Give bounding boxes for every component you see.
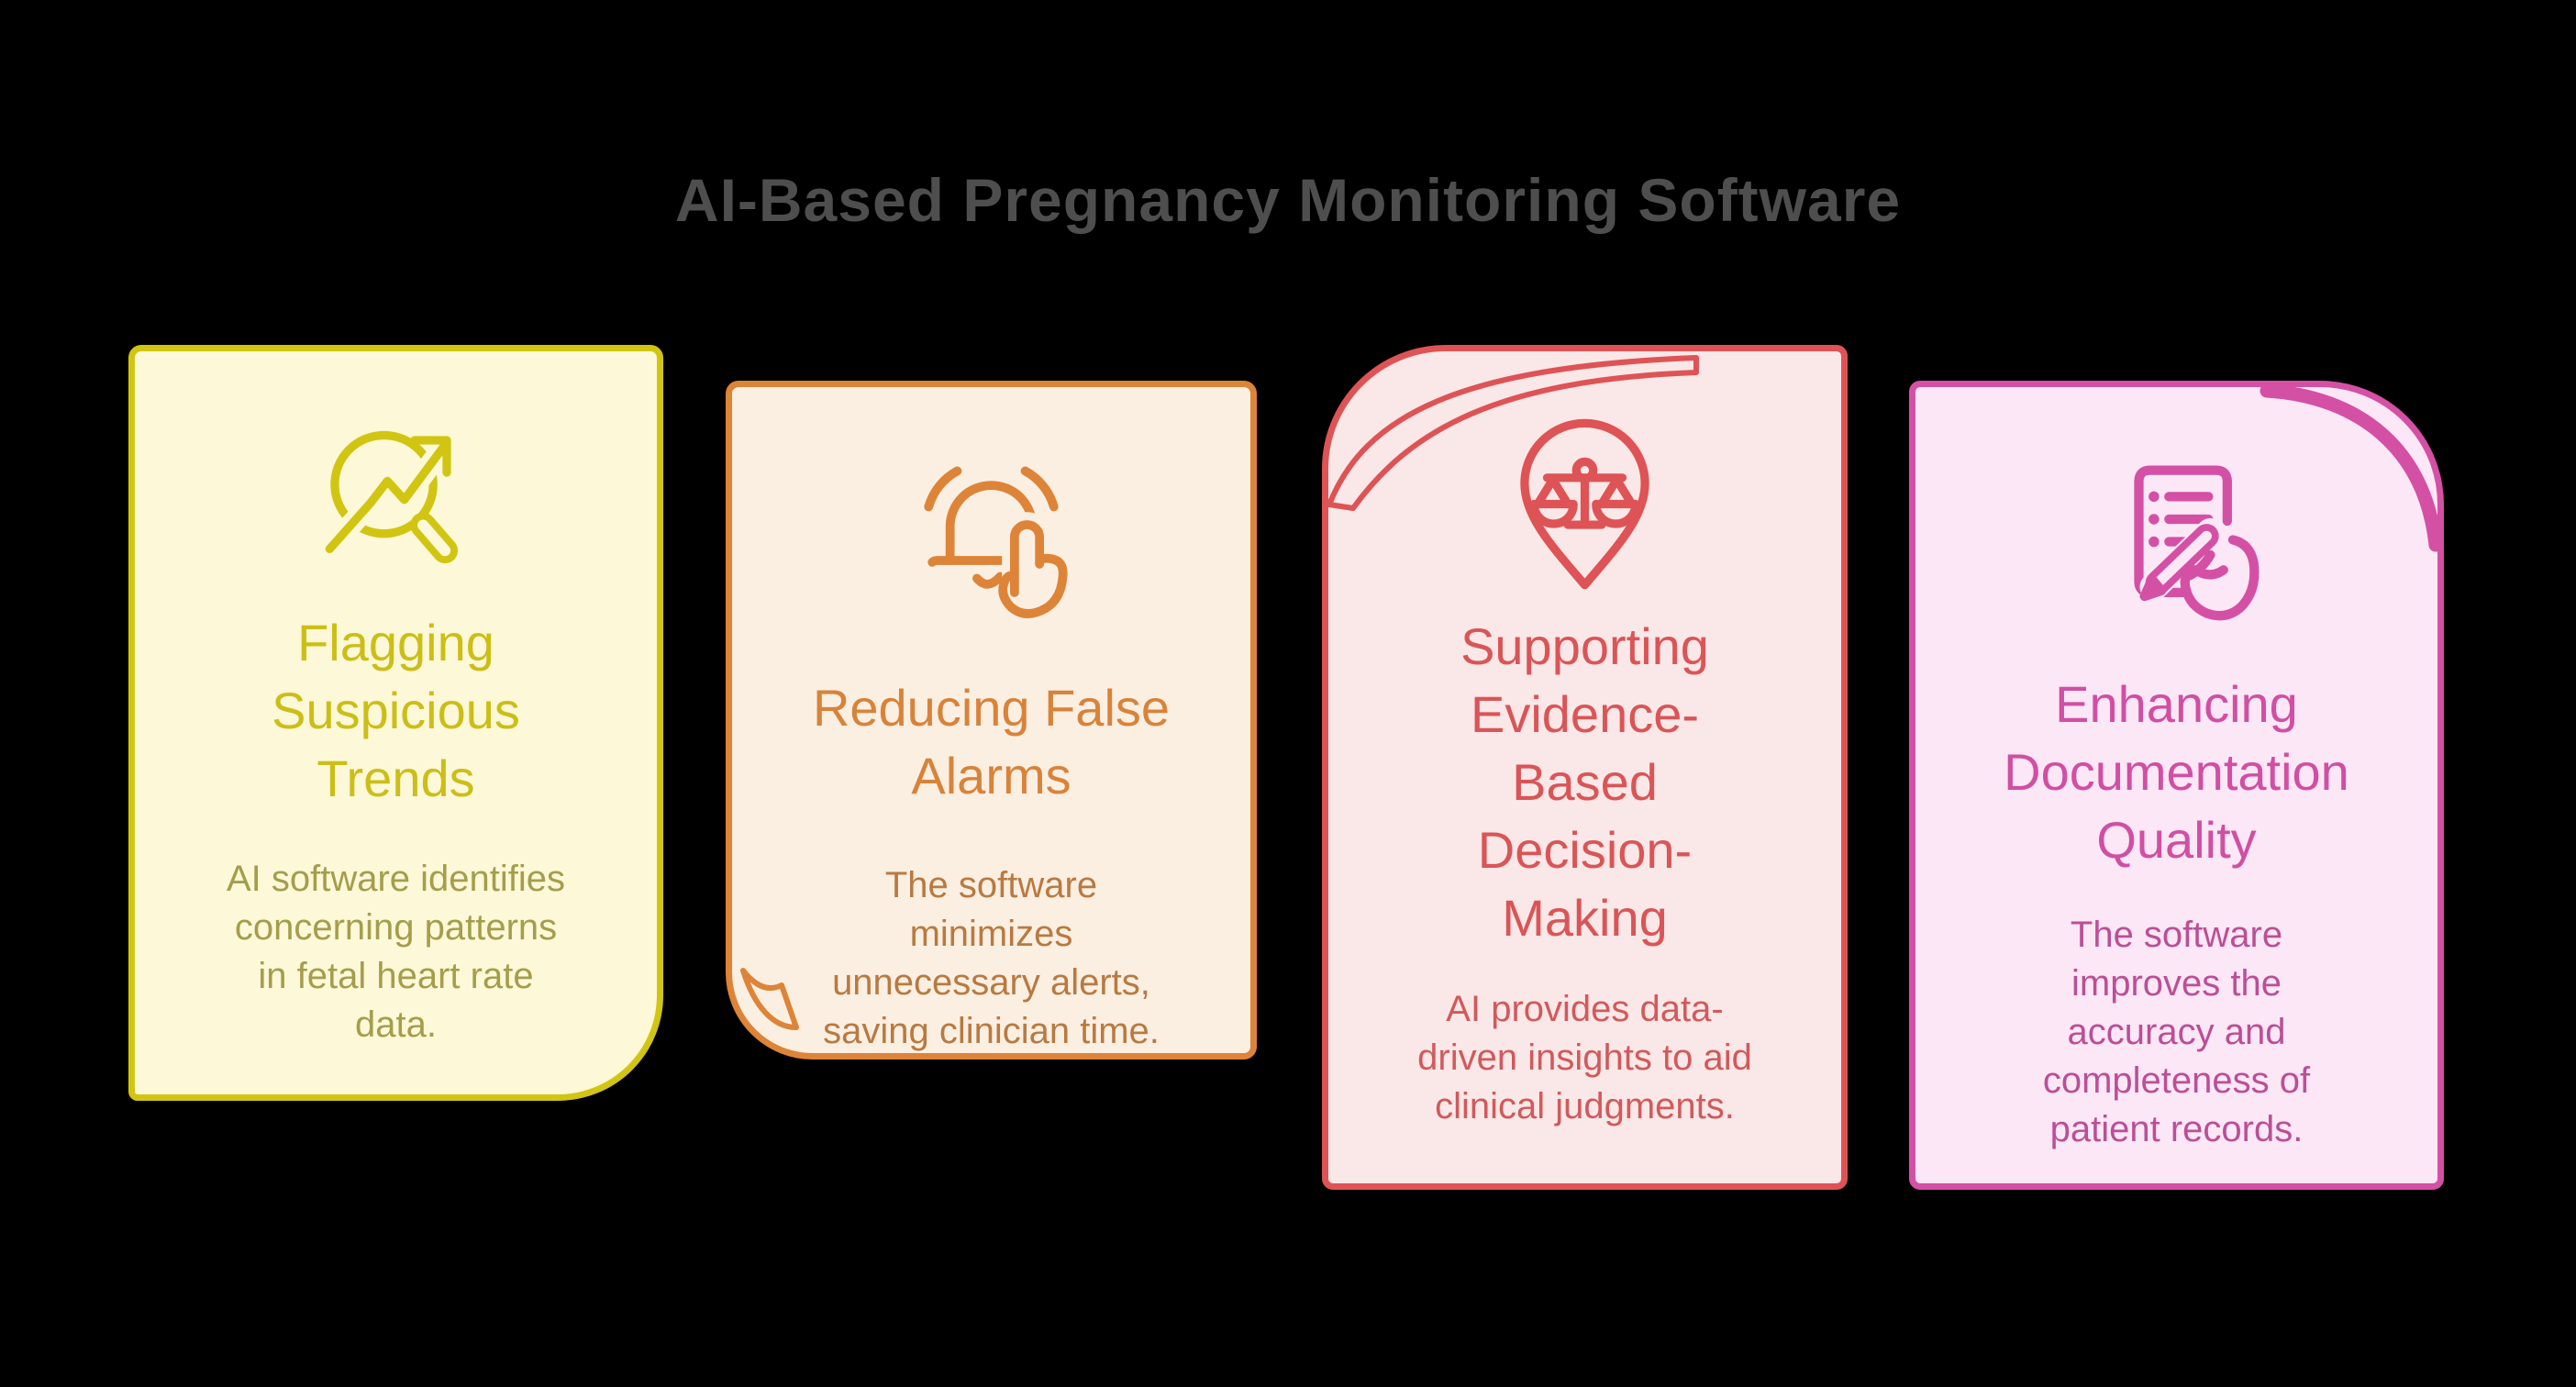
page-title: AI-Based Pregnancy Monitoring Software <box>674 166 1902 235</box>
card-body: AI provides data- driven insights to aid… <box>1417 989 1752 1126</box>
card-body: The software minimizes unnecessary alert… <box>823 865 1160 1051</box>
bell-silence-icon <box>902 451 1081 630</box>
card-supporting-evidence-based-decision-making: Supporting Evidence- Based Decision- Mak… <box>1322 345 1848 1190</box>
card-body: AI software identifies concerning patter… <box>226 859 566 1045</box>
card-title: Enhancing Documentation Quality <box>2004 675 2349 869</box>
card-body: The software improves the accuracy and c… <box>2042 915 2311 1149</box>
page-fold-decoration <box>740 968 799 1030</box>
doc-pen-icon <box>2082 446 2271 634</box>
card-title: Supporting Evidence- Based Decision- Mak… <box>1460 617 1709 947</box>
pin-scales-icon <box>1491 410 1679 598</box>
card-title: Flagging Suspicious Trends <box>272 614 520 807</box>
page-curl-decoration <box>2260 383 2443 552</box>
card-title: Reducing False Alarms <box>812 679 1171 804</box>
trend-magnifier-icon <box>311 406 481 576</box>
card-reducing-false-alarms: Reducing False Alarms The software minim… <box>726 381 1257 1060</box>
card-enhancing-documentation-quality: Enhancing Documentation Quality The soft… <box>1909 381 2444 1190</box>
card-flagging-suspicious-trends: Flagging Suspicious Trends AI software i… <box>128 345 663 1101</box>
